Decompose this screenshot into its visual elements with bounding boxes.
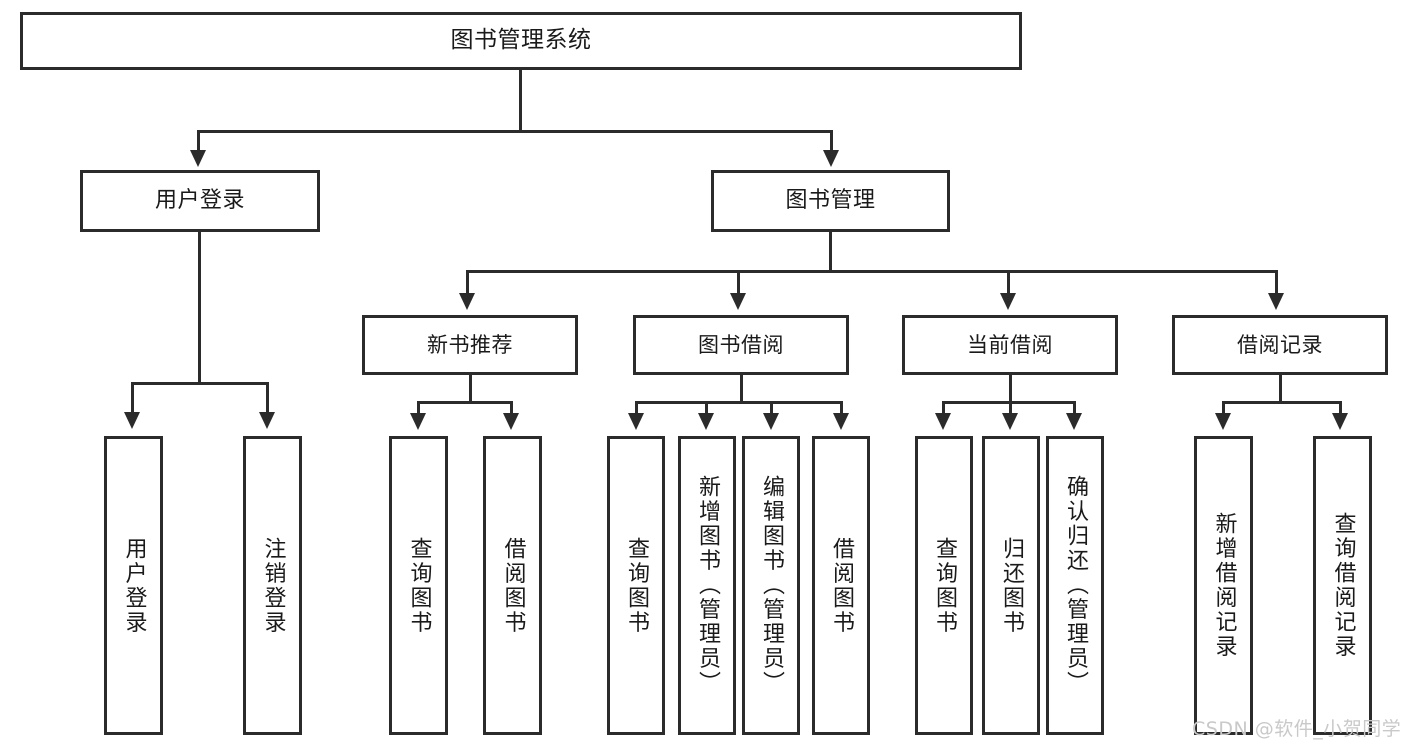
node-borrow-record[interactable]: 借阅记录 [1172,315,1388,375]
node-label: 新增图书（管理员） [695,475,720,696]
arrow-to-leaf-query-book-3 [935,413,951,430]
arrow-to-leaf-query-record [1332,413,1348,430]
leaf-add-record[interactable]: 新增借阅记录 [1194,436,1253,735]
connector-borrowrecord-drop-2 [1339,401,1342,415]
connector-borrowrecord-drop-1 [1222,401,1225,415]
node-label: 借阅图书 [829,536,854,635]
connector-bookmanage-drop-1 [466,270,469,295]
leaf-query-book-1[interactable]: 查询图书 [389,436,448,735]
arrow-to-leaf-borrow-book-2 [833,413,849,430]
arrow-to-leaf-confirm-return [1066,413,1082,430]
arrow-to-user-login [190,150,206,167]
csdn-watermark: CSDN @软件_小贺同学 [1192,718,1402,740]
arrow-to-leaf-add-record [1215,413,1231,430]
arrow-to-borrow-record [1268,293,1284,310]
arrow-to-book-manage [823,150,839,167]
node-new-book-rec[interactable]: 新书推荐 [362,315,578,375]
node-book-manage[interactable]: 图书管理 [711,170,950,232]
node-label: 图书借阅 [698,332,784,357]
node-current-borrow[interactable]: 当前借阅 [902,315,1118,375]
node-root-system[interactable]: 图书管理系统 [20,12,1022,70]
connector-userlogin-drop-2 [266,382,269,414]
leaf-edit-book[interactable]: 编辑图书（管理员） [742,436,800,735]
connector-newbook-drop-2 [510,401,513,415]
connector-newbook-drop-1 [417,401,420,415]
arrow-to-current-borrow [1000,293,1016,310]
node-label: 编辑图书（管理员） [759,475,784,696]
node-label: 图书管理系统 [450,27,592,54]
arrow-to-leaf-edit-book [763,413,779,430]
node-label: 图书管理 [785,188,876,214]
leaf-confirm-return[interactable]: 确认归还（管理员） [1046,436,1104,735]
connector-newbook-bar [417,401,513,404]
connector-root-drop-right [830,130,833,152]
connector-bookmanage-bar [466,270,1278,273]
arrow-to-leaf-add-book [698,413,714,430]
arrow-to-leaf-borrow-book-1 [503,413,519,430]
connector-borrowrecord-stem [1279,375,1282,403]
connector-root-drop-left [197,130,200,152]
connector-bookborrow-stem [740,375,743,403]
node-book-borrow[interactable]: 图书借阅 [633,315,849,375]
connector-userlogin-bar [131,382,268,385]
connector-currentborrow-drop-1 [942,401,945,415]
leaf-user-login[interactable]: 用户登录 [104,436,163,735]
connector-bookmanage-drop-3 [1007,270,1010,295]
node-label: 用户登录 [154,188,245,214]
connector-currentborrow-stem [1009,375,1012,403]
node-user-login[interactable]: 用户登录 [80,170,320,232]
node-label: 用户登录 [121,536,147,635]
connector-bookmanage-drop-4 [1275,270,1278,295]
arrow-to-leaf-user-logout [259,412,275,429]
node-label: 归还图书 [999,536,1024,635]
leaf-add-book[interactable]: 新增图书（管理员） [678,436,736,735]
node-label: 查询图书 [932,536,957,635]
arrow-to-book-borrow [730,293,746,310]
connector-bookborrow-drop-4 [840,401,843,415]
arrow-to-new-book-rec [459,293,475,310]
leaf-query-book-2[interactable]: 查询图书 [607,436,665,735]
node-label: 确认归还（管理员） [1063,475,1088,696]
node-label: 新增借阅记录 [1211,512,1237,659]
leaf-return-book[interactable]: 归还图书 [982,436,1040,735]
node-label: 查询借阅记录 [1330,512,1356,659]
connector-bookmanage-drop-2 [737,270,740,295]
connector-borrowrecord-bar [1222,401,1342,404]
connector-newbook-stem [469,375,472,403]
arrow-to-leaf-query-book-1 [410,413,426,430]
connector-currentborrow-drop-2 [1009,401,1012,415]
connector-userlogin-stem [198,232,201,384]
connector-currentborrow-drop-3 [1073,401,1076,415]
node-label: 借阅记录 [1237,332,1323,357]
leaf-borrow-book-1[interactable]: 借阅图书 [483,436,542,735]
connector-bookborrow-drop-3 [770,401,773,415]
leaf-query-record[interactable]: 查询借阅记录 [1313,436,1372,735]
node-label: 查询图书 [406,536,432,635]
connector-bookborrow-drop-1 [635,401,638,415]
node-label: 注销登录 [260,536,286,635]
node-label: 新书推荐 [427,332,513,357]
connector-userlogin-drop-1 [131,382,134,414]
node-label: 查询图书 [624,536,649,635]
connector-root-stem [519,70,522,132]
arrow-to-leaf-query-book-2 [628,413,644,430]
leaf-query-book-3[interactable]: 查询图书 [915,436,973,735]
node-label: 借阅图书 [500,536,526,635]
connector-bookborrow-drop-2 [705,401,708,415]
leaf-borrow-book-2[interactable]: 借阅图书 [812,436,870,735]
connector-bookborrow-bar [635,401,843,404]
leaf-user-logout[interactable]: 注销登录 [243,436,302,735]
arrow-to-leaf-user-login [124,412,140,429]
node-label: 当前借阅 [967,332,1053,357]
connector-root-bar [197,130,833,133]
connector-bookmanage-stem [829,232,832,272]
arrow-to-leaf-return-book [1002,413,1018,430]
